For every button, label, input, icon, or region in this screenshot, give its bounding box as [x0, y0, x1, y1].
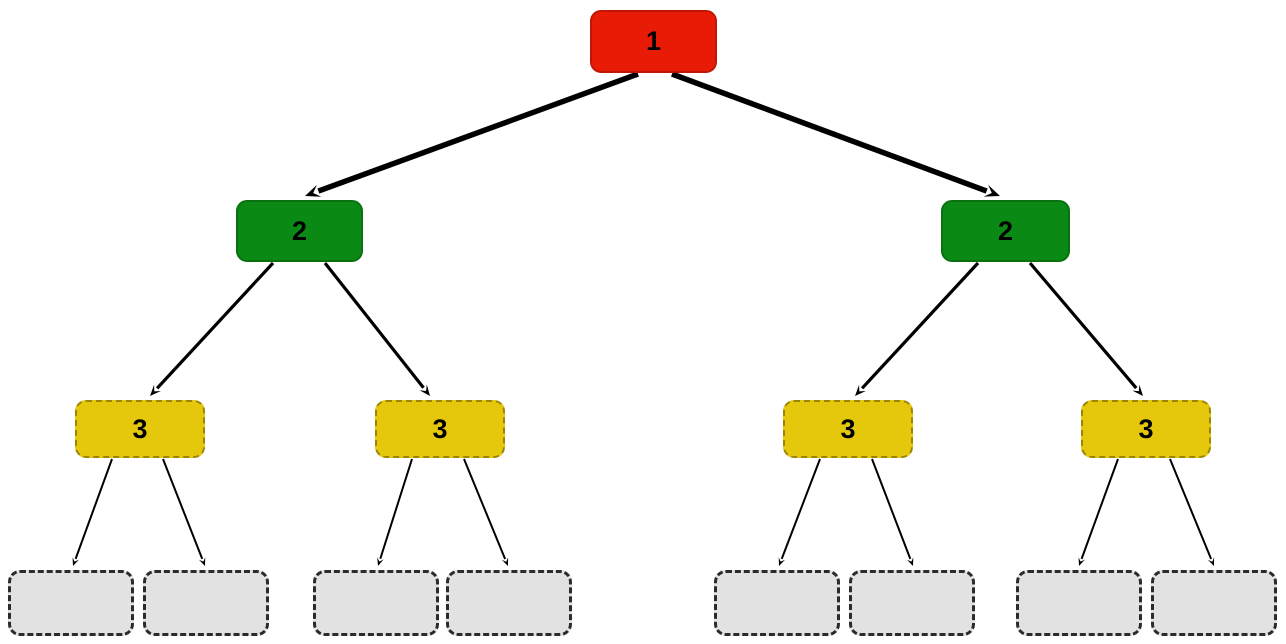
tree-node-leaf-n4g[interactable]: [1016, 570, 1142, 636]
node-label: 2: [997, 215, 1014, 246]
tree-edge: [871, 458, 914, 566]
tree-node-leaf-n4f[interactable]: [849, 570, 975, 636]
node-label: 3: [432, 413, 448, 444]
tree-node-n2a[interactable]: 2: [236, 200, 363, 262]
tree-edge: [1169, 458, 1215, 566]
tree-edge: [463, 458, 509, 566]
tree-node-n3c[interactable]: 3: [783, 400, 913, 458]
tree-node-leaf-n4e[interactable]: [714, 570, 840, 636]
tree-edge: [162, 458, 206, 566]
tree-node-n1[interactable]: 1: [590, 10, 717, 73]
tree-edge: [377, 458, 413, 566]
tree-node-n2b[interactable]: 2: [941, 200, 1070, 262]
tree-edge: [855, 261, 980, 396]
tree-node-leaf-n4h[interactable]: [1151, 570, 1277, 636]
tree-edge: [1078, 458, 1119, 566]
tree-edge: [323, 262, 430, 396]
tree-edge: [1028, 261, 1143, 396]
tree-node-leaf-n4a[interactable]: [8, 570, 134, 636]
tree-node-n3b[interactable]: 3: [375, 400, 505, 458]
tree-node-leaf-n4d[interactable]: [446, 570, 572, 636]
tree-node-leaf-n4b[interactable]: [143, 570, 269, 636]
node-label: 3: [1138, 413, 1154, 444]
node-label: 2: [291, 215, 308, 246]
tree-edge: [778, 458, 821, 566]
tree-edge: [671, 71, 1000, 197]
tree-edge: [150, 261, 275, 396]
node-label: 3: [840, 413, 856, 444]
tree-node-leaf-n4c[interactable]: [313, 570, 439, 636]
node-label: 3: [132, 413, 148, 444]
tree-edge: [72, 458, 113, 566]
tree-node-n3d[interactable]: 3: [1081, 400, 1211, 458]
tree-node-n3a[interactable]: 3: [75, 400, 205, 458]
tree-edge: [305, 71, 639, 197]
node-label: 1: [645, 26, 662, 56]
